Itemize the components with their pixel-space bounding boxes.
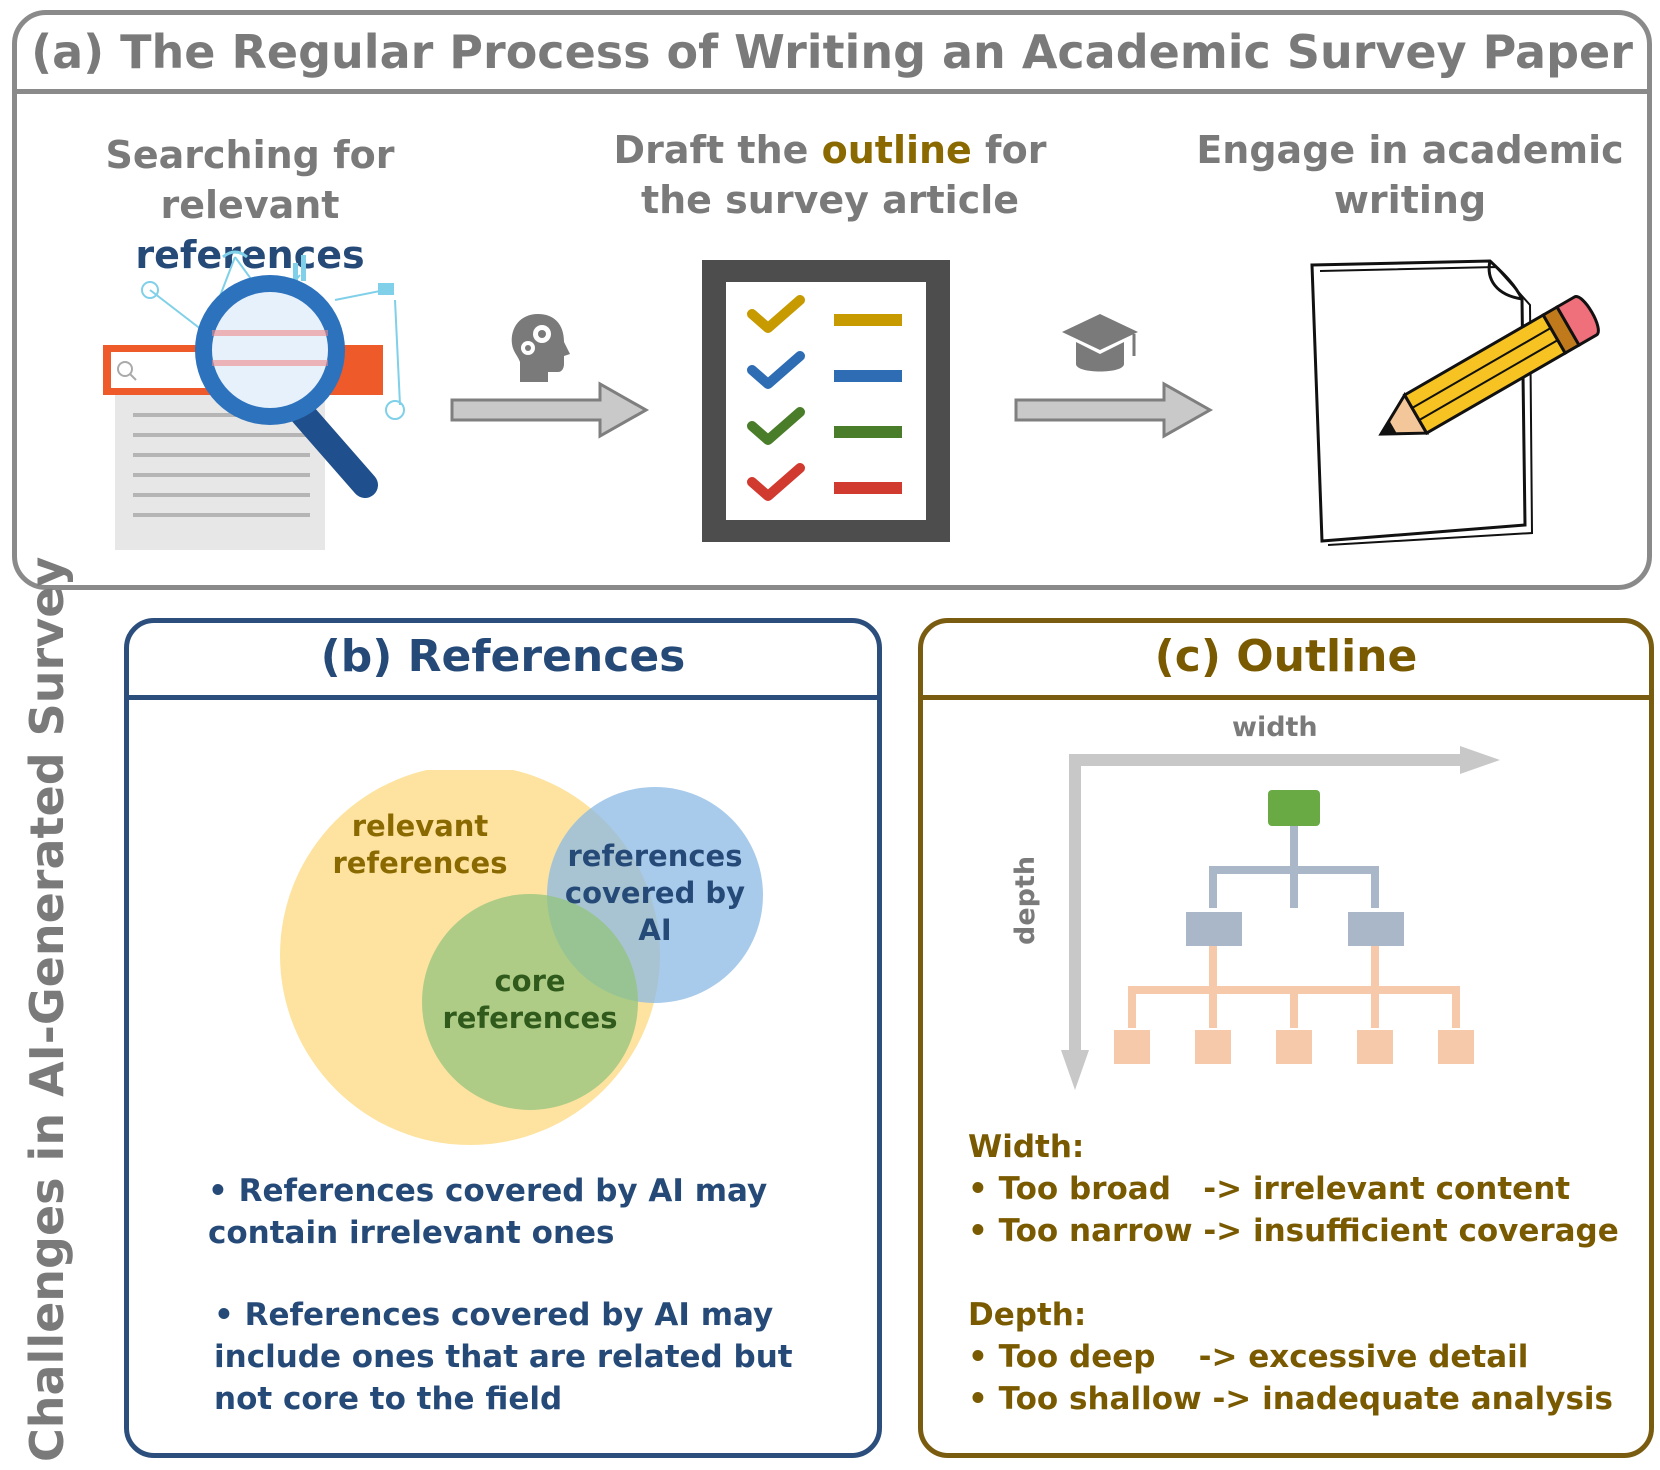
step-outline-line1: Draft the outline for: [590, 125, 1070, 175]
depth-axis-label: depth: [1010, 855, 1041, 945]
tree-leaf-node: [1276, 1030, 1312, 1064]
venn-relevant-label: relevant references: [320, 808, 520, 882]
width-item: • Too narrow -> insufficient coverage: [968, 1213, 1619, 1249]
step-writing-line1: Engage in academic: [1196, 128, 1624, 172]
step-search-text: Searching for relevant references: [40, 130, 460, 280]
venn-ai-label: references covered by AI: [555, 838, 755, 949]
checkmark-icon: [747, 351, 805, 389]
width-arrowhead-icon: [1460, 746, 1500, 774]
tree-level2-node: [1186, 912, 1242, 946]
depth-item: • Too deep -> excessive detail: [968, 1339, 1529, 1375]
side-label: Challenges in AI-Generated Survey: [20, 556, 74, 1462]
width-axis-label: width: [1232, 712, 1318, 743]
arrow-right-icon: [450, 381, 650, 439]
step-writing-text: Engage in academic writing: [1195, 125, 1625, 225]
process-panel-header: (a) The Regular Process of Writing an Ac…: [17, 15, 1647, 94]
width-item: • Too broad -> irrelevant content: [968, 1171, 1571, 1207]
checkmark-icon: [747, 463, 805, 501]
tree-leaf-node: [1195, 1030, 1231, 1064]
depth-heading: Depth:: [968, 1297, 1087, 1333]
step-search-line2-pre: relevant: [160, 183, 340, 227]
venn-ai-line: references: [567, 839, 743, 873]
references-bullet: • References covered by AI may contain i…: [208, 1170, 848, 1254]
outline-panel: (c) Outline: [918, 618, 1654, 1458]
tree-leaf-node: [1357, 1030, 1393, 1064]
process-panel: (a) The Regular Process of Writing an Ac…: [12, 10, 1652, 590]
width-heading: Width:: [968, 1129, 1085, 1165]
checkmark-icon: [747, 295, 805, 333]
step-search-line1: Searching for: [105, 133, 395, 177]
references-bullet: • References covered by AI may include o…: [214, 1294, 854, 1420]
tree-leaf-node: [1114, 1030, 1150, 1064]
references-bullet-line: not core to the field: [214, 1381, 563, 1417]
references-bullet-line: • References covered by AI may: [208, 1173, 768, 1209]
step-writing-line2: writing: [1333, 178, 1487, 222]
arrow-right-icon: [1014, 381, 1214, 439]
step-search-highlight: references: [135, 233, 365, 277]
references-panel: (b) References: [124, 618, 882, 1458]
references-bullet-line: contain irrelevant ones: [208, 1215, 615, 1251]
step-search-line2: relevant references: [40, 180, 460, 280]
tree-level2-node: [1348, 912, 1404, 946]
references-panel-header: (b) References: [129, 623, 877, 700]
graduation-cap-icon: [1062, 314, 1138, 372]
venn-core-circle: [422, 894, 638, 1110]
references-bullet-line: • References covered by AI may: [214, 1297, 774, 1333]
outline-panel-title: (c) Outline: [1154, 631, 1418, 682]
tree-root-node: [1268, 790, 1320, 826]
venn-relevant-line: relevant: [351, 809, 489, 843]
venn-core-label: core references: [430, 963, 630, 1037]
step-outline-text: Draft the outline for the survey article: [590, 125, 1070, 225]
references-panel-title: (b) References: [320, 631, 686, 682]
references-bullet-line: include ones that are related but: [214, 1339, 793, 1375]
checkmark-icon: [747, 407, 805, 445]
outline-panel-header: (c) Outline: [923, 623, 1649, 700]
outline-tree-diagram: [1061, 746, 1500, 1090]
process-panel-title: (a) The Regular Process of Writing an Ac…: [31, 25, 1633, 79]
paper-pencil-illustration: [1310, 259, 1600, 546]
venn-ai-line: AI: [638, 913, 672, 947]
references-venn-diagram: [280, 770, 763, 1145]
step-outline-line1-pre: Draft the: [613, 128, 822, 172]
search-illustration: [103, 250, 405, 550]
depth-item: • Too shallow -> inadequate analysis: [968, 1381, 1613, 1417]
step-outline-line1-post: for: [971, 128, 1047, 172]
venn-ai-line: covered by: [564, 876, 746, 910]
step-outline-highlight: outline: [821, 128, 972, 172]
step-outline-line2: the survey article: [640, 178, 1020, 222]
depth-arrowhead-icon: [1061, 1050, 1089, 1090]
venn-relevant-line: references: [332, 846, 508, 880]
checklist-illustration: [702, 260, 950, 542]
venn-core-line: references: [442, 1001, 618, 1035]
tree-leaf-node: [1438, 1030, 1474, 1064]
brain-gear-icon: [511, 314, 570, 382]
venn-core-line: core: [494, 964, 566, 998]
